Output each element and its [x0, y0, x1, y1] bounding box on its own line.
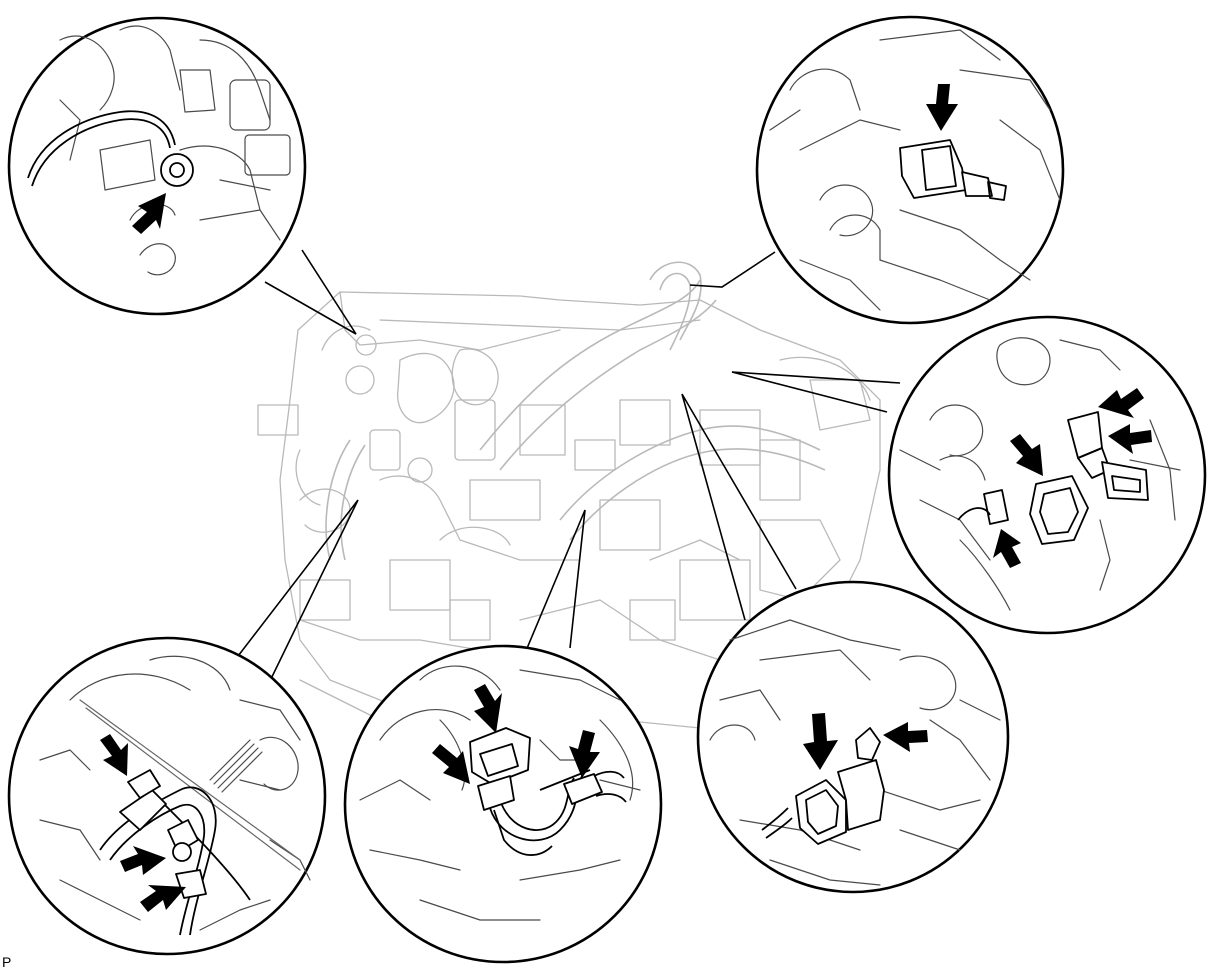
- arrow-icon: [140, 885, 186, 912]
- callout-top-left: [7, 16, 307, 316]
- arrow-icon: [1108, 424, 1152, 454]
- arrow-icon: [474, 684, 502, 733]
- arrow-icon: [569, 730, 600, 778]
- callout-leader-lines: [234, 249, 901, 686]
- arrow-icon: [432, 744, 470, 784]
- arrow-icon: [926, 84, 958, 131]
- leader-bottom-right: [681, 393, 797, 621]
- arrow-icon: [100, 734, 128, 776]
- engine-background-drawing: [257, 261, 881, 761]
- leader-bottom-center: [519, 509, 586, 666]
- arrow-icon: [993, 529, 1021, 568]
- leader-right: [731, 371, 901, 413]
- callout-right: [887, 315, 1207, 635]
- arrow-icon: [1098, 388, 1144, 418]
- arrow-icon: [803, 713, 838, 770]
- arrow-icon: [883, 722, 928, 752]
- arrow-icon: [120, 846, 166, 875]
- arrow-icon: [1010, 434, 1043, 476]
- leader-top-right: [689, 251, 776, 288]
- leader-top-left: [264, 249, 357, 335]
- figure-code-label: P: [2, 954, 12, 970]
- callout-bottom-left: [7, 636, 327, 956]
- callout-bottom-right: [696, 580, 1010, 894]
- arrow-icon: [132, 193, 166, 234]
- leader-bottom-left: [234, 499, 359, 686]
- callout-bottom-center: [343, 644, 663, 964]
- callout-top-right: [755, 15, 1065, 325]
